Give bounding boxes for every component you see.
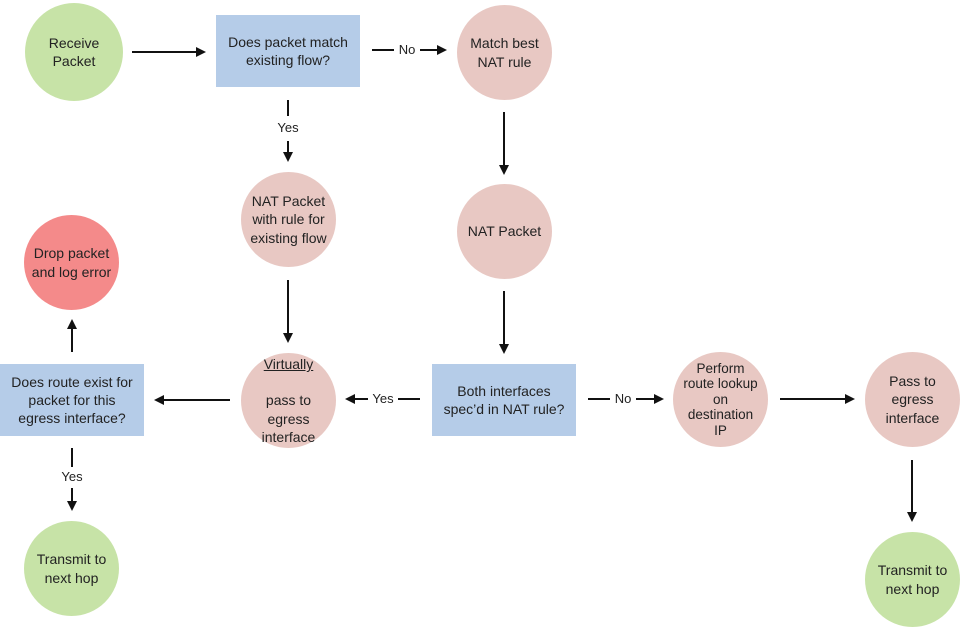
receive-packet-label: Receive Packet bbox=[48, 34, 100, 69]
both-interfaces-label: Both interfaces spec’d in NAT rule? bbox=[443, 382, 565, 417]
drop-packet-label: Drop packet and log error bbox=[31, 245, 112, 280]
transmit-left-label: Transmit to next hop bbox=[36, 551, 107, 586]
transmit-right-node: Transmit to next hop bbox=[865, 532, 960, 627]
route-exists-decision: Does route exist for packet for this egr… bbox=[0, 364, 144, 436]
route-exists-label: Does route exist for packet for this egr… bbox=[11, 373, 133, 427]
nat-existing-flow-label: NAT Packet with rule for existing flow bbox=[250, 193, 327, 246]
match-nat-rule-node: Match best NAT rule bbox=[457, 5, 552, 100]
match-flow-decision: Does packet match existing flow? bbox=[216, 15, 360, 87]
edge-label-yes-left: Yes bbox=[59, 469, 85, 485]
virtually-pass-rest: pass to egress interface bbox=[261, 392, 316, 445]
virtually-word: Virtually bbox=[263, 356, 314, 373]
virtually-pass-text: Virtually pass to egress interface bbox=[262, 337, 316, 464]
route-lookup-node: Perform route lookup on destination IP bbox=[673, 352, 768, 447]
drop-packet-node: Drop packet and log error bbox=[24, 215, 119, 310]
edge-label-no-top: No bbox=[396, 42, 418, 58]
route-lookup-label: Perform route lookup on destination IP bbox=[683, 360, 758, 438]
edge-label-yes-top: Yes bbox=[275, 120, 301, 136]
edge-label-yes-middle: Yes bbox=[370, 391, 396, 407]
match-flow-label: Does packet match existing flow? bbox=[228, 33, 348, 68]
receive-packet-node: Receive Packet bbox=[25, 3, 123, 101]
pass-egress-label: Pass to egress interface bbox=[885, 373, 940, 426]
transmit-left-node: Transmit to next hop bbox=[24, 521, 119, 616]
edge-label-no-middle: No bbox=[612, 391, 634, 407]
nat-packet-label: NAT Packet bbox=[467, 223, 542, 240]
both-interfaces-decision: Both interfaces spec’d in NAT rule? bbox=[432, 364, 576, 436]
transmit-right-label: Transmit to next hop bbox=[877, 562, 948, 597]
virtually-pass-node: Virtually pass to egress interface bbox=[241, 353, 336, 448]
pass-egress-node: Pass to egress interface bbox=[865, 352, 960, 447]
nat-existing-flow-node: NAT Packet with rule for existing flow bbox=[241, 172, 336, 267]
match-nat-rule-label: Match best NAT rule bbox=[470, 35, 539, 70]
nat-packet-node: NAT Packet bbox=[457, 184, 552, 279]
